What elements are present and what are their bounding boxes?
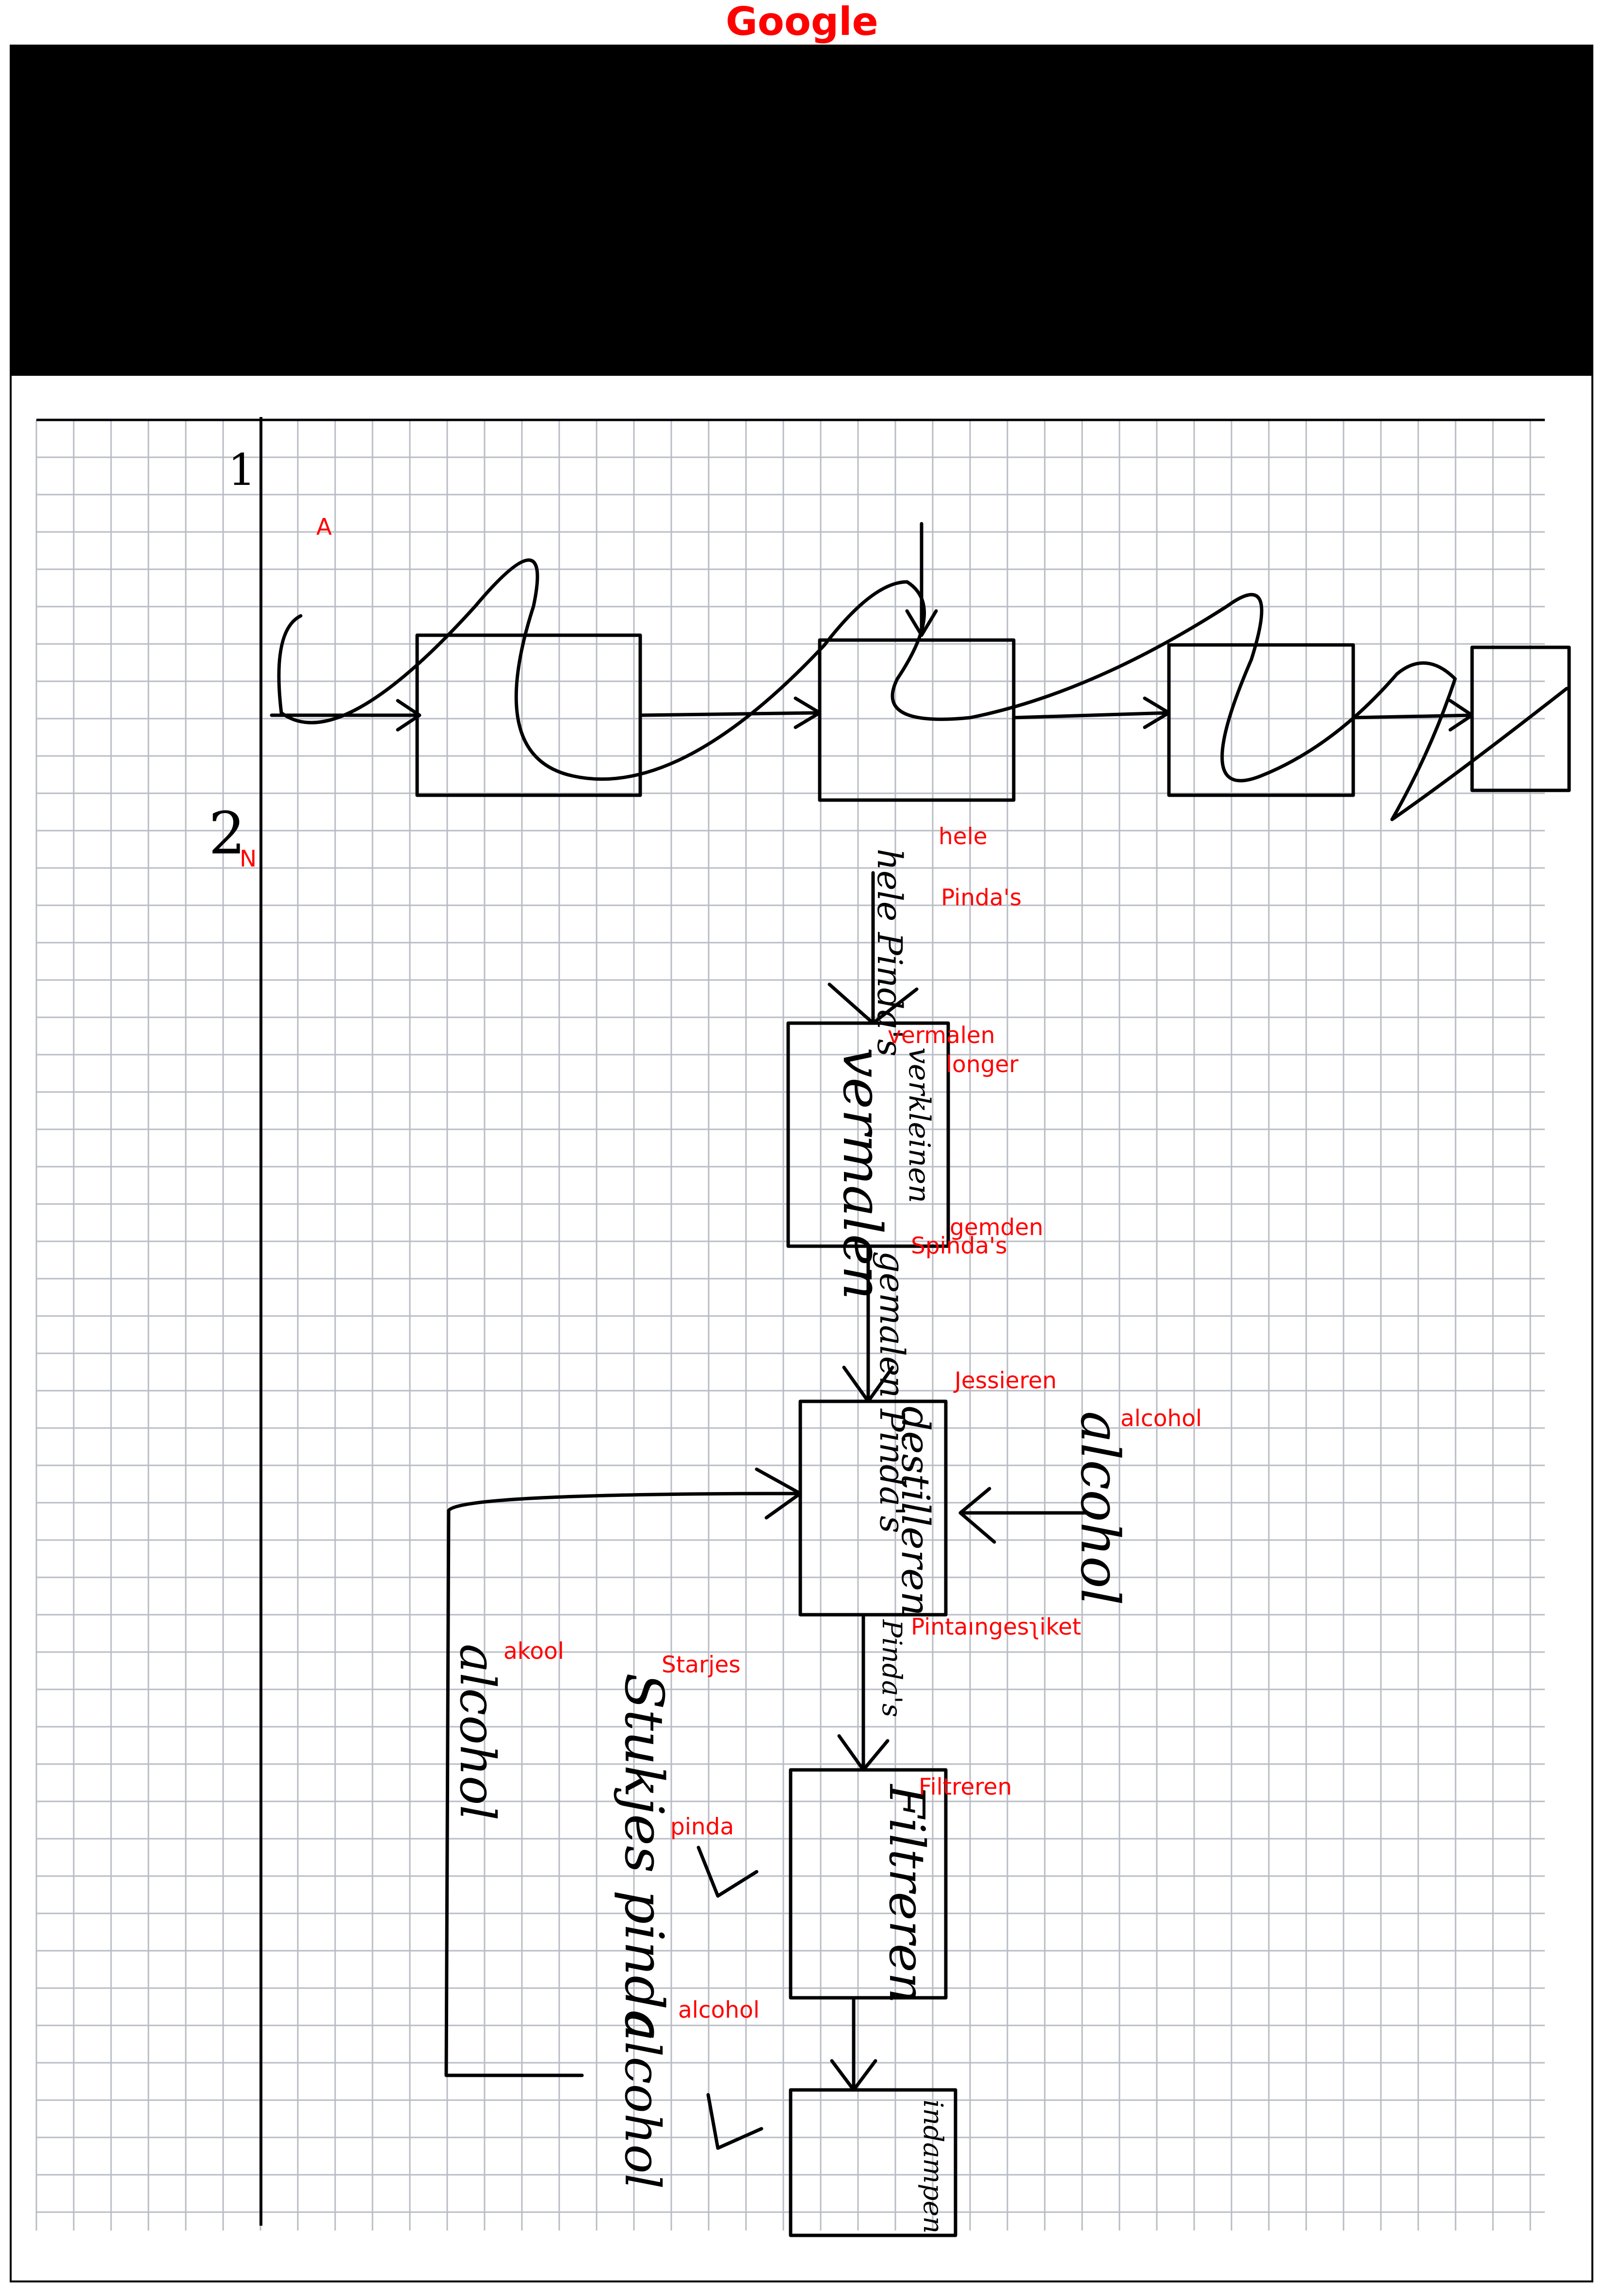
hw-indampen: indampen xyxy=(918,2100,949,2233)
hw-filtreren: Filtreren xyxy=(878,1783,935,2004)
hw-alcohol-right: alcohol xyxy=(1069,1411,1131,1606)
annotation-pindas: Pinda's xyxy=(941,885,1021,911)
arrow-alcohol-out xyxy=(708,2095,761,2148)
top-arrow-2 xyxy=(640,698,820,727)
annotation-akool: akool xyxy=(503,1639,564,1664)
hw-pinda-bits: Pinda's xyxy=(876,1619,907,1717)
top-flow-sketch xyxy=(272,524,1569,819)
annotation-jessieren: Jessieren xyxy=(955,1368,1057,1394)
annotation-a: A xyxy=(316,515,332,540)
annotation-alcohol-1: alcohol xyxy=(1120,1406,1202,1431)
top-box-1 xyxy=(417,635,640,795)
annotation-pintaunges: Pintaıngesʅiket xyxy=(911,1615,1081,1640)
annotation-vermalen: vermalen xyxy=(888,1023,995,1048)
redaction-bar xyxy=(10,45,1593,376)
margin-number-1: 1 xyxy=(228,445,256,496)
annotation-starjes: Starjes xyxy=(662,1653,741,1678)
arrow-stukjes-pinda-out xyxy=(698,1847,757,1896)
top-arrow-3 xyxy=(1014,698,1169,727)
annotation-alcohol-2: alcohol xyxy=(678,1998,760,2023)
hw-destilleren: destilleren xyxy=(893,1406,938,1616)
annotation-hele: hele xyxy=(939,824,988,850)
hw-alcohol-bottom: alcohol xyxy=(614,2012,671,2189)
annotation-spindas: Spinda's xyxy=(911,1234,1007,1259)
annotation-longer: longer xyxy=(946,1052,1019,1077)
annotation-pinda: pinda xyxy=(670,1814,734,1840)
top-arrow-4 xyxy=(1353,701,1472,730)
annotation-n: N xyxy=(240,847,257,872)
hw-vermalen-2: verkleinen xyxy=(902,1047,936,1203)
arrow-to-indampen xyxy=(832,1998,875,2090)
hw-alcohol-left: alcohol xyxy=(449,1644,506,1820)
top-down-arrow xyxy=(907,524,936,635)
arrow-alcohol-in xyxy=(960,1489,1086,1542)
annotation-filtreren: Filtreren xyxy=(919,1775,1012,1800)
top-box-3 xyxy=(1169,645,1353,795)
hw-stukjes-pinda: Stukjes pinda xyxy=(613,1673,675,2041)
top-box-2 xyxy=(820,640,1014,800)
